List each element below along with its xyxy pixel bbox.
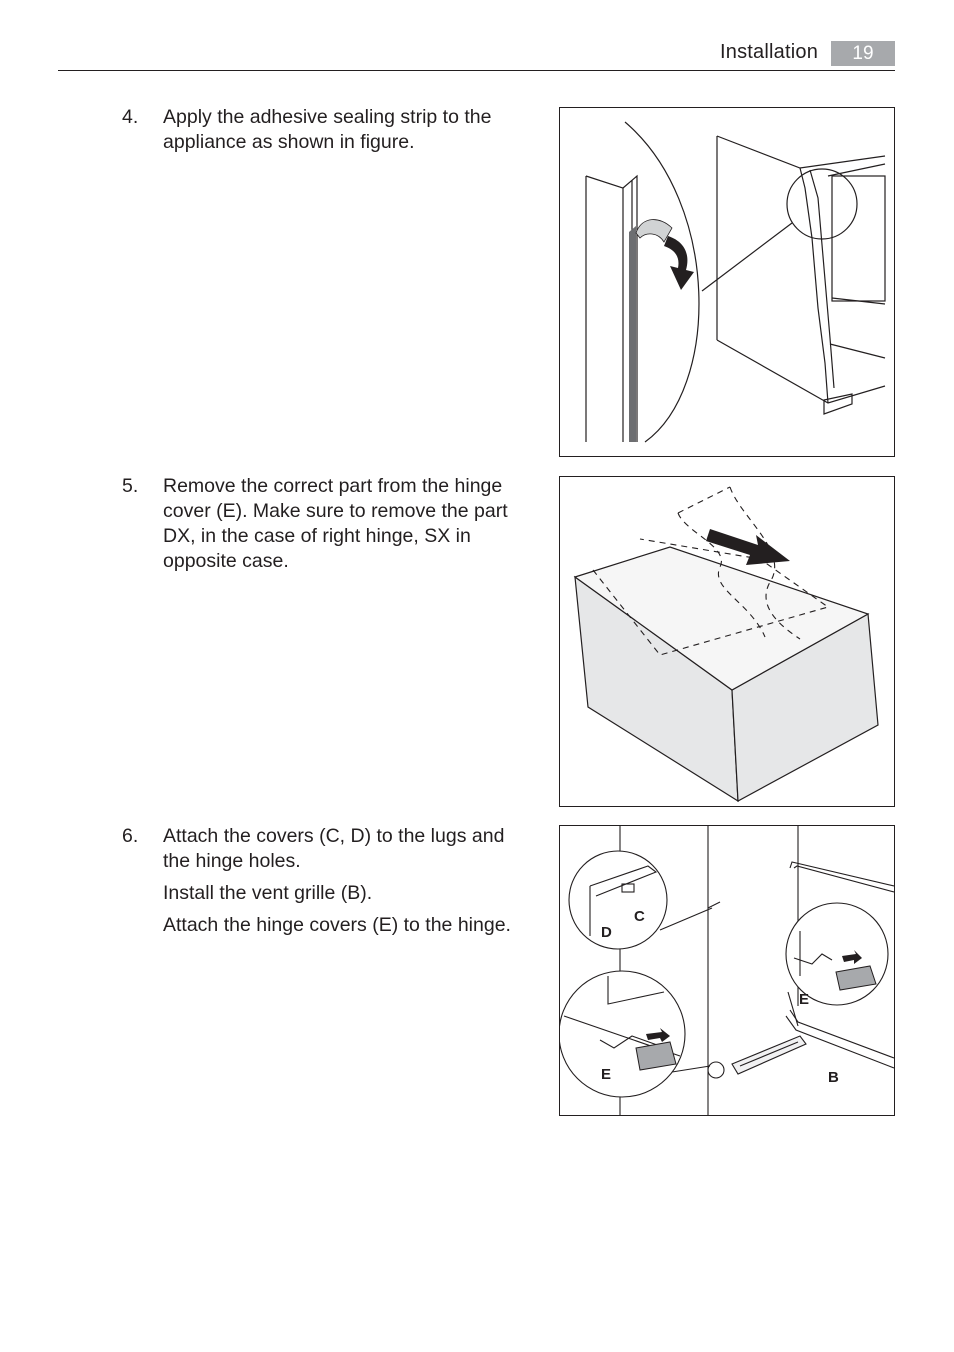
header-rule	[58, 70, 895, 71]
hinge-cover-illustration	[573, 486, 879, 803]
step-number: 4.	[122, 106, 139, 128]
figure-hinge-cover	[559, 476, 895, 807]
page-number: 19	[831, 41, 895, 66]
step-number: 5.	[122, 475, 139, 497]
label-b: B	[828, 1069, 839, 1086]
sealing-strip-illustration	[585, 121, 886, 443]
figure-sealing-strip	[559, 107, 895, 457]
figure-vent-grille: C D E E B	[559, 825, 895, 1116]
header-section: Installation	[720, 41, 819, 63]
step-text: Apply the adhesive sealing strip to the …	[163, 106, 492, 153]
vent-grille-illustration: C D E E B	[560, 826, 894, 1115]
step-text: Attach the hinge covers (E) to the hinge…	[163, 914, 511, 936]
label-e-right: E	[799, 991, 809, 1008]
step-text: Install the vent grille (B).	[163, 882, 373, 904]
step-text: Remove the correct part from the hinge c…	[163, 475, 508, 572]
label-e-left: E	[601, 1066, 611, 1083]
step-text: Attach the covers (C, D) to the lugs and…	[163, 825, 505, 872]
label-c: C	[634, 908, 645, 925]
step-number: 6.	[122, 825, 139, 847]
label-d: D	[601, 924, 612, 941]
